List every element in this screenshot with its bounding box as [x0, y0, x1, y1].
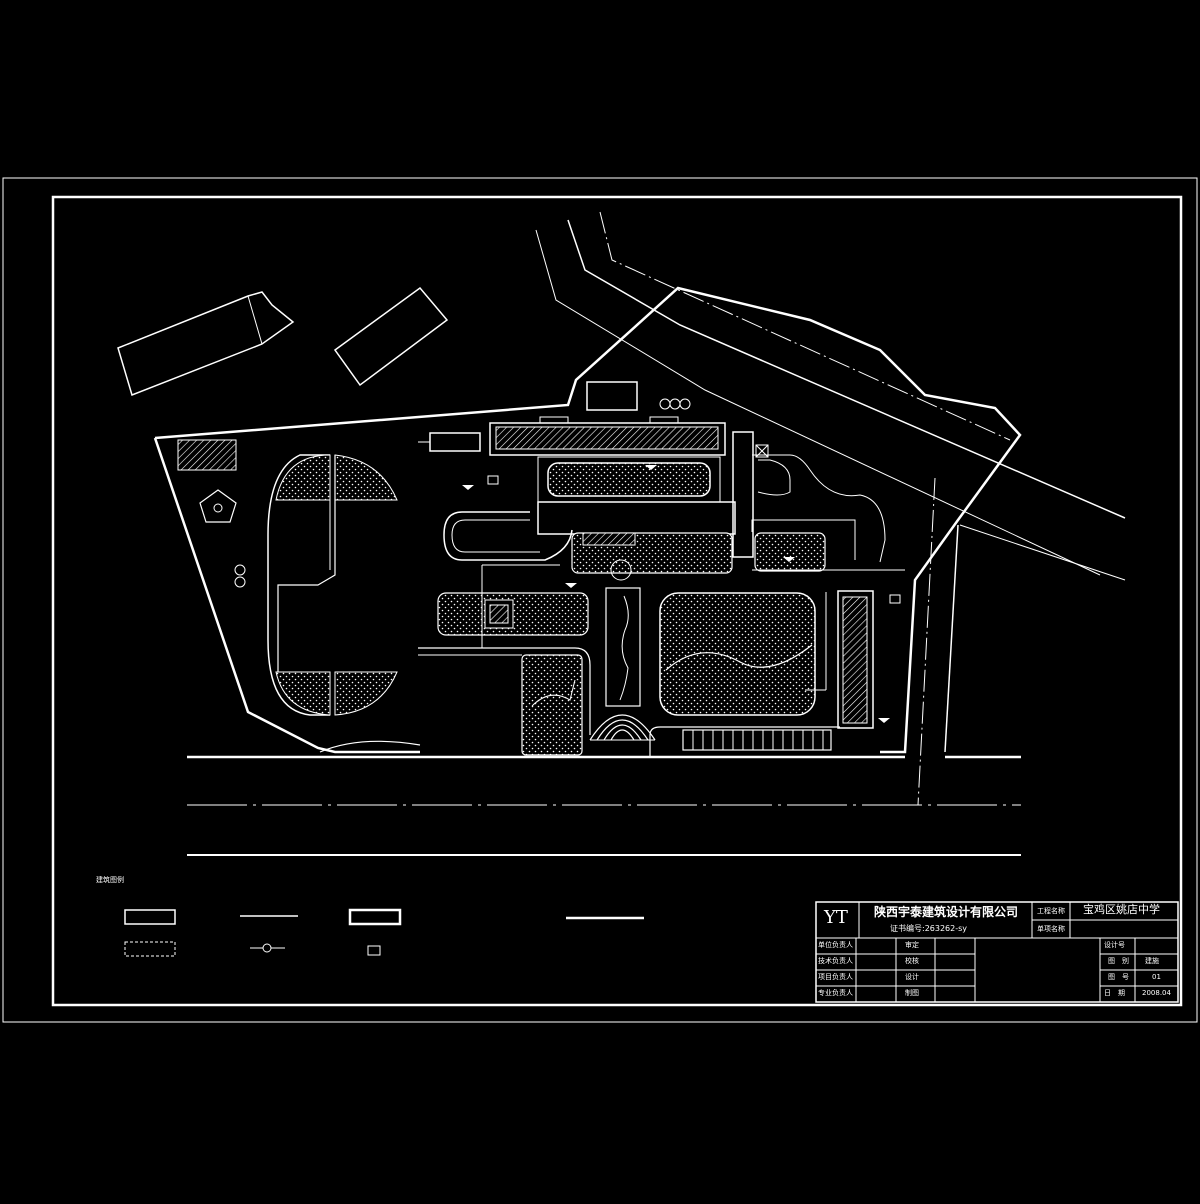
role-field: 校核 [905, 957, 919, 965]
role-title: 单位负责人 [818, 941, 853, 949]
certificate-number: 证书编号:263262-sy [890, 924, 968, 933]
site-boundary [154, 286, 1022, 754]
courtyard-lawn-1 [547, 462, 711, 497]
road-line-3 [599, 211, 1011, 441]
legend-lamp [262, 943, 272, 953]
running-track [267, 454, 330, 716]
east-path [752, 454, 886, 563]
small-building-west [429, 432, 481, 452]
field-lawn-top [275, 454, 331, 501]
legend-new-building [124, 909, 176, 925]
steps-west [177, 439, 237, 471]
teaching-building [489, 422, 726, 456]
pavilion [199, 489, 237, 523]
role-title: 项目负责人 [818, 973, 853, 981]
corridor-building [537, 501, 736, 535]
lawn-mid-south [521, 654, 583, 756]
role-title: 技术负责人 [818, 957, 853, 965]
dormitory-building [837, 590, 874, 729]
title-block-frame [815, 901, 1179, 1003]
entrance-arcs [589, 714, 656, 741]
road-line-1 [535, 229, 1101, 576]
subproject-label: 单项名称 [1037, 925, 1065, 933]
west-curve [319, 740, 421, 753]
role-field: 审定 [905, 941, 919, 949]
fountain [610, 559, 632, 581]
gate-building [586, 381, 638, 411]
inner-frame [51, 195, 1183, 1007]
meta-value: 01 [1152, 973, 1161, 981]
project-name: 宝鸡区姚店中学 [1083, 903, 1160, 916]
parking-area [682, 729, 832, 751]
meta-label: 日 期 [1104, 989, 1125, 997]
lawn-east-large [659, 592, 816, 716]
neighbor-building-1 [117, 291, 295, 396]
role-field: 制图 [905, 989, 919, 997]
road-line-2 [567, 219, 1126, 519]
meta-value: 建施 [1145, 957, 1159, 965]
role-title: 专业负责人 [818, 989, 853, 997]
meta-label: 图 别 [1108, 957, 1129, 965]
walkway [418, 647, 591, 735]
central-axis [605, 587, 641, 707]
project-label: 工程名称 [1037, 907, 1065, 915]
role-field: 设计 [905, 973, 919, 981]
legend-title: 建筑图例 [96, 876, 124, 884]
road-east [959, 524, 1126, 581]
neighbor-building-2 [333, 286, 449, 387]
legend-existing-building [348, 908, 402, 926]
lawn-row-2 [754, 532, 826, 572]
road-east-v1 [917, 477, 936, 806]
site-boundary-west [153, 437, 420, 754]
company-logo: YT [824, 907, 848, 928]
loop-path [443, 511, 573, 561]
meta-label: 图 号 [1108, 973, 1129, 981]
road-east-v2 [944, 524, 959, 753]
outer-frame [2, 177, 1198, 1023]
elevation-markers [462, 465, 890, 723]
field-lawn-bottom [275, 671, 331, 716]
company-name: 陕西宇泰建筑设计有限公司 [874, 905, 1019, 919]
meta-label: 设计号 [1104, 941, 1125, 949]
meta-value: 2008.04 [1142, 989, 1171, 997]
legend-planned-building [124, 941, 176, 957]
